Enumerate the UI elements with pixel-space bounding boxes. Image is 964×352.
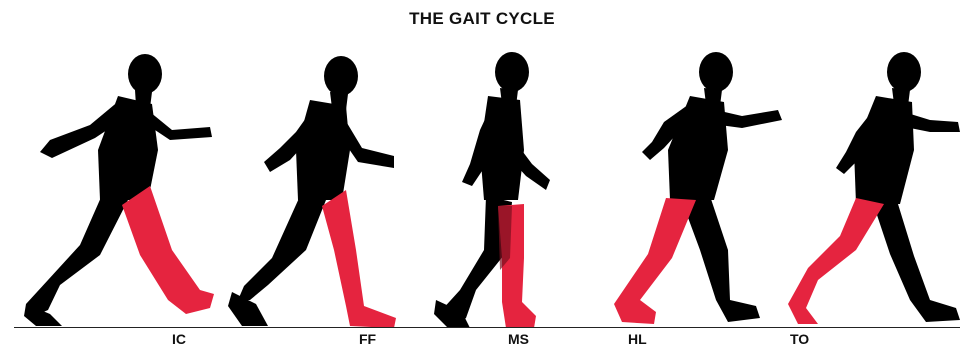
- phase-label-ff: FF: [359, 331, 376, 347]
- phase-label-ic: IC: [172, 331, 186, 347]
- leg-toe-off: [788, 198, 884, 324]
- phase-label-hl: HL: [628, 331, 647, 347]
- figure-foot-flat: [228, 56, 396, 328]
- leg-initial-contact: [122, 186, 214, 314]
- phase-label-ms: MS: [508, 331, 529, 347]
- figure-initial-contact: [24, 54, 214, 326]
- leg-foot-flat: [322, 190, 396, 328]
- phase-label-to: TO: [790, 331, 809, 347]
- figure-heel-lift: [614, 52, 782, 324]
- ground-line: [14, 327, 960, 328]
- leg-heel-lift: [614, 198, 696, 324]
- figure-midstance: [434, 52, 550, 328]
- figure-toe-off: [788, 52, 960, 324]
